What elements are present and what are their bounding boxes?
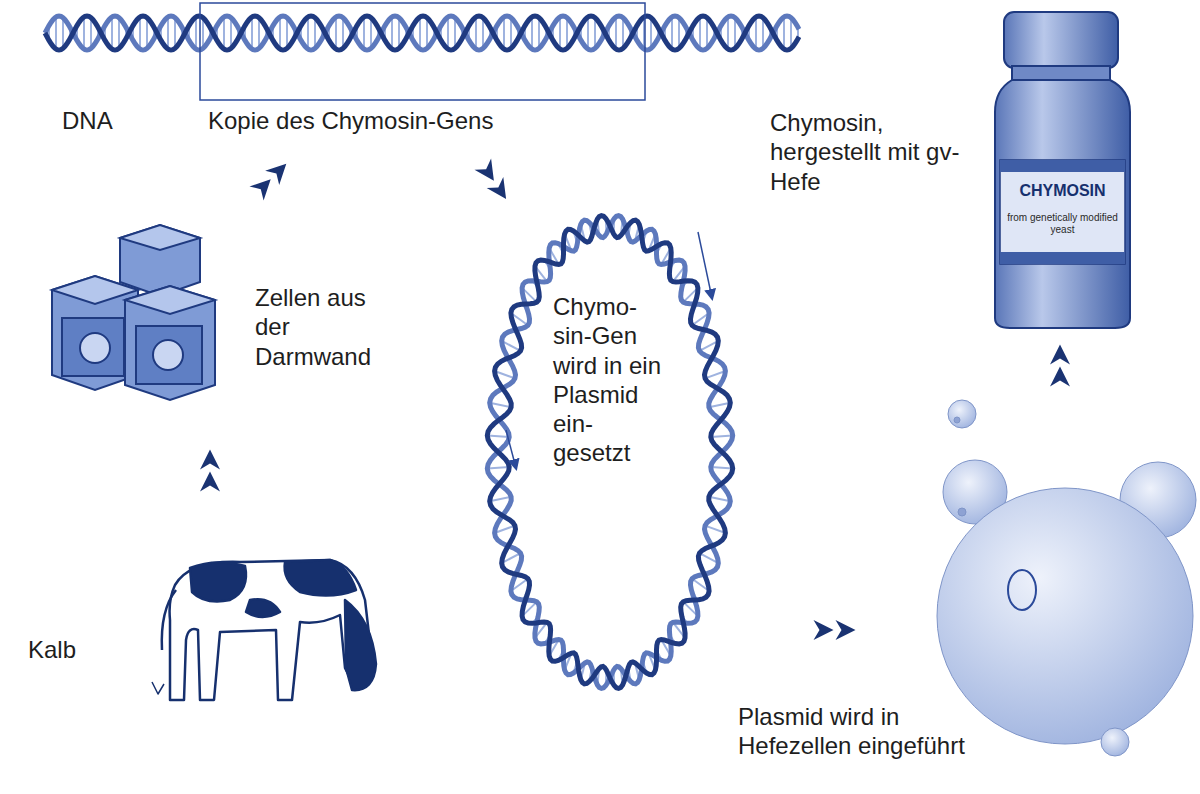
stage-label: Chymo- sin-Gen wird in ein Plasmid ein- … xyxy=(553,292,668,468)
chevron-head xyxy=(265,164,286,185)
stage-label: DNA xyxy=(62,106,142,135)
chevron-head xyxy=(1050,367,1070,387)
chevron-head xyxy=(250,179,271,200)
chevron-head xyxy=(475,159,494,181)
calf-stage: Kalb xyxy=(20,540,380,710)
product-stage: Chymosin, hergestellt mit gv-HefeCHYMOSI… xyxy=(765,5,1135,335)
stage-label: Plasmid wird in Hefezellen eingeführt xyxy=(738,702,988,761)
dna-helix xyxy=(45,16,799,50)
process-arrow xyxy=(814,620,856,640)
insert-arrow xyxy=(698,232,712,298)
plasmid-stage: Chymo- sin-Gen wird in ein Plasmid ein- … xyxy=(480,215,745,695)
chevron-head xyxy=(1050,345,1070,365)
gene-frame xyxy=(200,3,645,100)
yeast-stage: Plasmid wird in Hefezellen eingeführt xyxy=(920,400,1195,765)
chymosin-bottle xyxy=(995,12,1130,328)
chevron-head xyxy=(487,177,506,199)
calf xyxy=(152,560,376,700)
stage-label: Kalb xyxy=(28,635,108,664)
bottle-label: Kopie des Chymosin-Gens xyxy=(208,106,628,135)
plasmid-ring xyxy=(487,216,732,689)
yeast-cells xyxy=(937,400,1196,756)
insert-arrow xyxy=(506,430,516,468)
stage-label: Zellen aus der Darmwand xyxy=(255,283,395,371)
dna-stage: DNA Kopie des Chymosin-Gens xyxy=(40,3,810,145)
chevron-head xyxy=(814,620,834,640)
chevron-head xyxy=(200,450,220,470)
stage-label: Chymosin, hergestellt mit gv-Hefe xyxy=(770,108,980,196)
process-arrow xyxy=(200,450,220,492)
process-arrow xyxy=(1050,345,1070,387)
bottle-label: CHYMOSIN xyxy=(1002,182,1123,200)
chevron-head xyxy=(200,472,220,492)
intestinal-cells xyxy=(52,225,215,400)
chevron-head xyxy=(836,620,856,640)
process-arrow xyxy=(250,164,287,201)
bottle-label: from genetically modified yeast xyxy=(1005,212,1120,235)
process-arrow xyxy=(475,159,507,200)
cells-stage: Zellen aus der Darmwand xyxy=(40,215,415,405)
